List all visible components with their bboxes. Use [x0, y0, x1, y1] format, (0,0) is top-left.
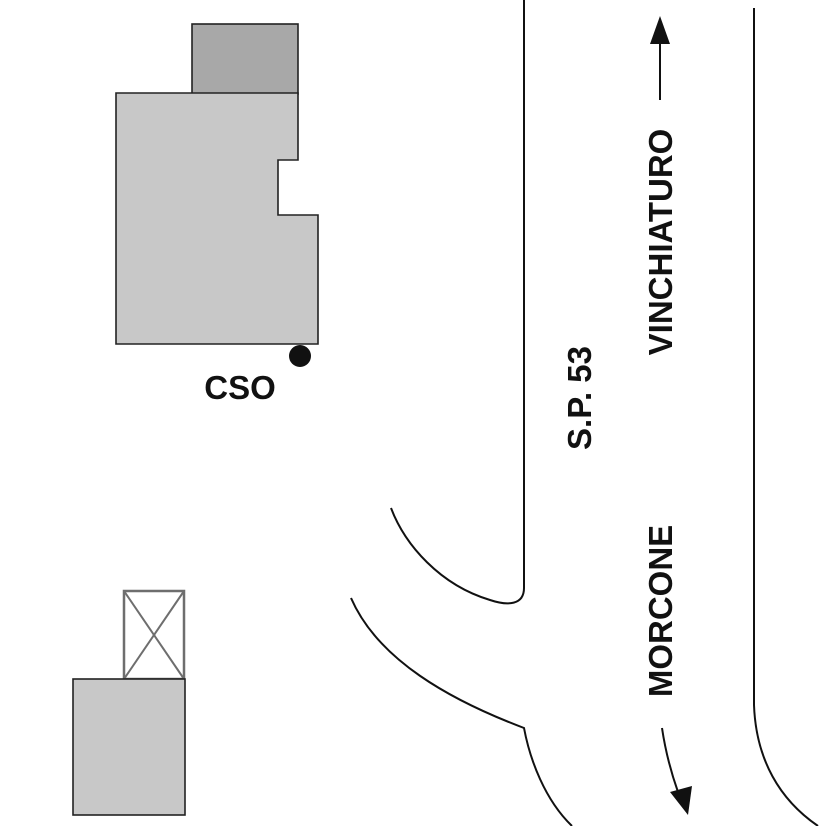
south-arrow-icon: [670, 786, 692, 815]
road-east-edge: [753, 8, 819, 826]
main-building: [115, 23, 319, 345]
direction-south-label: MORCONE: [642, 525, 679, 697]
building-annex: [191, 23, 299, 95]
cso-label: CSO: [204, 369, 276, 406]
small-building: [72, 589, 186, 816]
south-arrow-shaft: [661, 727, 679, 793]
crossed-box-diagonal: [123, 590, 185, 680]
small-building-block: [72, 678, 186, 816]
road-name-label: S.P. 53: [561, 346, 598, 450]
station-marker-icon: [289, 345, 311, 367]
building-main-block: [115, 92, 319, 345]
north-arrow-icon: [650, 16, 670, 44]
road-sp53: [350, 0, 819, 826]
road-west-edge-lower: [350, 597, 573, 826]
road-west-edge-upper: [390, 0, 525, 605]
direction-north-label: VINCHIATURO: [642, 129, 679, 356]
